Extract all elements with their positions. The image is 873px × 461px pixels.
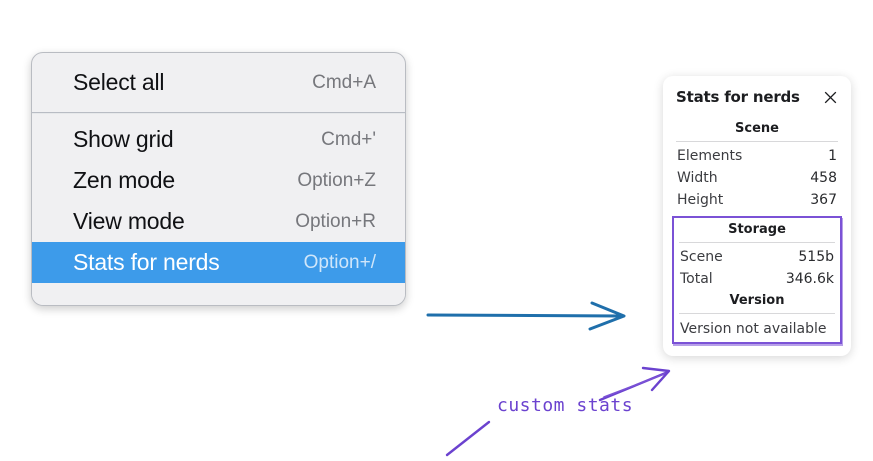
stat-value: 515b <box>798 249 834 265</box>
menu-divider <box>32 112 405 113</box>
stats-for-nerds-panel: Stats for nerds Scene Elements 1 Width 4… <box>663 76 851 356</box>
stats-panel-header: Stats for nerds <box>674 88 840 106</box>
stat-label: Height <box>677 192 724 208</box>
stat-label: Width <box>677 170 718 186</box>
stat-value: 458 <box>810 170 837 186</box>
stat-value: 346.6k <box>785 271 834 287</box>
stat-row-height: Height 367 <box>674 189 840 211</box>
stat-row-width: Width 458 <box>674 167 840 189</box>
stat-label: Scene <box>680 249 723 265</box>
menu-item-view-mode[interactable]: View mode Option+R <box>32 201 405 242</box>
menu-item-show-grid[interactable]: Show grid Cmd+' <box>32 119 405 160</box>
menu-item-shortcut: Option+/ <box>303 251 376 273</box>
stat-row-storage-scene: Scene 515b <box>677 246 837 268</box>
section-heading: Version <box>729 293 785 308</box>
menu-bottom-padding <box>32 283 405 305</box>
menu-group-2: Show grid Cmd+' Zen mode Option+Z View m… <box>32 113 405 283</box>
menu-item-shortcut: Option+Z <box>297 169 376 191</box>
stat-value: 1 <box>828 148 837 164</box>
menu-item-label: Select all <box>73 69 165 95</box>
stat-value: 367 <box>810 192 837 208</box>
stat-row-elements: Elements 1 <box>674 145 840 167</box>
menu-item-select-all[interactable]: Select all Cmd+A <box>32 62 405 103</box>
stat-label: Total <box>680 271 713 287</box>
menu-group-1: Select all Cmd+A <box>32 53 405 112</box>
stat-row-storage-total: Total 346.6k <box>677 268 837 290</box>
custom-stats-highlight-box: Storage Scene 515b Total 346.6k Version … <box>672 216 842 344</box>
stat-label: Elements <box>677 148 743 164</box>
stats-section-storage: Storage Scene 515b Total 346.6k <box>677 219 837 290</box>
menu-item-shortcut: Cmd+' <box>321 128 376 150</box>
section-divider <box>679 242 835 243</box>
menu-item-zen-mode[interactable]: Zen mode Option+Z <box>32 160 405 201</box>
menu-item-shortcut: Cmd+A <box>312 71 376 93</box>
menu-item-label: View mode <box>73 208 185 234</box>
menu-item-label: Zen mode <box>73 167 175 193</box>
section-heading: Scene <box>735 121 779 136</box>
menu-item-label: Show grid <box>73 126 174 152</box>
custom-stats-annotation-label: custom stats <box>497 395 634 416</box>
blue-arrow <box>426 301 626 331</box>
purple-underline-stroke <box>445 420 491 457</box>
menu-item-label: Stats for nerds <box>73 249 220 275</box>
section-divider <box>679 313 835 314</box>
section-divider <box>676 141 838 142</box>
close-icon[interactable] <box>822 89 839 106</box>
section-heading: Storage <box>728 222 786 237</box>
context-menu: Select all Cmd+A Show grid Cmd+' Zen mod… <box>31 52 406 306</box>
version-text: Version not available <box>680 321 827 337</box>
stats-panel-title: Stats for nerds <box>676 88 800 106</box>
menu-item-shortcut: Option+R <box>295 210 376 232</box>
stats-section-scene: Scene Elements 1 Width 458 Height 367 <box>674 118 840 211</box>
stats-section-version: Version Version not available <box>677 290 837 338</box>
menu-item-stats-for-nerds[interactable]: Stats for nerds Option+/ <box>32 242 405 283</box>
